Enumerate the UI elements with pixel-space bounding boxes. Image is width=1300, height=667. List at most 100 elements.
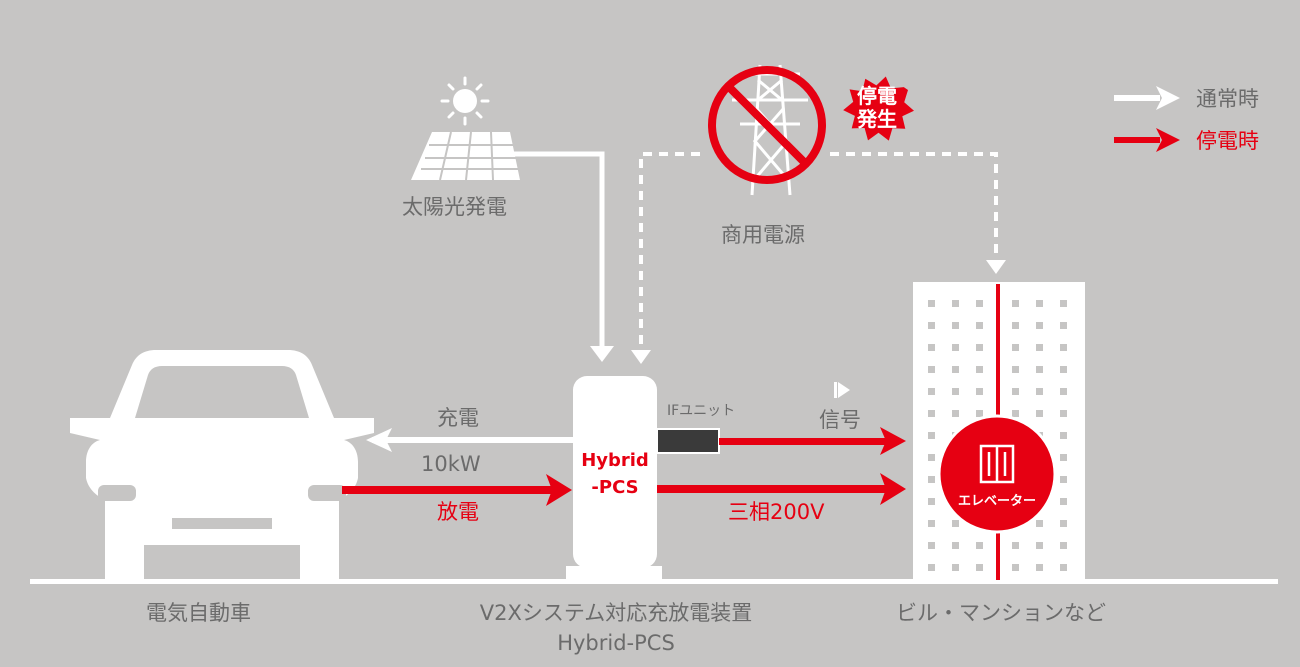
building-window [1012, 344, 1019, 351]
signal-label: 信号 [819, 408, 861, 432]
elevator-door-icon [979, 444, 1015, 484]
building-window [1060, 388, 1067, 395]
building-window [1012, 388, 1019, 395]
vehicle-caption: 電気自動車 [146, 601, 251, 625]
solar-panel-icon [411, 131, 520, 181]
building-window [952, 410, 959, 417]
arrow-icon [986, 260, 1006, 274]
building-window [1036, 520, 1043, 527]
pcs-unit [566, 376, 662, 580]
legend-outage-label: 停電時 [1196, 129, 1259, 153]
outage-badge-line2: 発生 [857, 107, 897, 131]
building-window [952, 366, 959, 373]
building-window [1060, 454, 1067, 461]
building-window [928, 498, 935, 505]
building-window [976, 564, 983, 571]
signal-play-icon [838, 382, 850, 398]
if-unit-label: IFユニット [667, 403, 736, 419]
building-window [1012, 366, 1019, 373]
building-window [928, 344, 935, 351]
ground-line [30, 579, 1278, 584]
grid-label: 商用電源 [721, 223, 805, 247]
building-window [928, 520, 935, 527]
pcs-name-line2: -PCS [591, 477, 639, 498]
arrow-icon [631, 350, 651, 364]
building-window [1060, 410, 1067, 417]
legend-normal-label: 通常時 [1196, 87, 1259, 111]
car-icon [70, 350, 374, 580]
building-window [1060, 542, 1067, 549]
charge-label: 充電 [437, 406, 479, 430]
building-window [952, 344, 959, 351]
if-unit-box [656, 428, 720, 454]
building-window [928, 542, 935, 549]
elevator-badge [937, 414, 1057, 534]
elevator-label: エレベーター [957, 494, 1036, 509]
building-window [1036, 388, 1043, 395]
building-window [1036, 366, 1043, 373]
building-window [976, 322, 983, 329]
building-window [928, 388, 935, 395]
building-window [1036, 542, 1043, 549]
building-window [1036, 300, 1043, 307]
building-window [928, 454, 935, 461]
building-window [952, 542, 959, 549]
building-window [1060, 498, 1067, 505]
building-window [1060, 520, 1067, 527]
building-window [952, 322, 959, 329]
building-window [928, 476, 935, 483]
building-window [976, 300, 983, 307]
signal-arrow [719, 427, 906, 455]
building-window [1060, 344, 1067, 351]
building-window [1036, 564, 1043, 571]
building-window [976, 366, 983, 373]
building-window [928, 322, 935, 329]
building-window [1012, 542, 1019, 549]
prohibited-icon [708, 66, 826, 184]
building-window [928, 300, 935, 307]
building-window [1060, 300, 1067, 307]
pcs-caption-line1: V2Xシステム対応充放電装置 [479, 601, 753, 625]
building-window [1036, 410, 1043, 417]
building-window [976, 410, 983, 417]
building-caption: ビル・マンションなど [896, 601, 1106, 625]
pcs-caption-line2: Hybrid-PCS [557, 631, 675, 655]
burst-badge-icon [843, 76, 914, 141]
building-window [976, 344, 983, 351]
supply-arrow [657, 473, 906, 505]
charge-arrow [366, 428, 574, 452]
building-window [1060, 564, 1067, 571]
building-window [928, 366, 935, 373]
outage-badge-line1: 停電 [857, 84, 897, 108]
arrow-icon [590, 346, 614, 362]
building-window [1012, 300, 1019, 307]
legend-normal-arrow [1114, 86, 1180, 110]
solar-arrow [508, 151, 605, 348]
building-window [1060, 432, 1067, 439]
legend-outage-arrow [1114, 128, 1180, 152]
building-window [976, 542, 983, 549]
building-window [1012, 564, 1019, 571]
building-window [1060, 322, 1067, 329]
discharge-arrow [342, 474, 572, 506]
discharge-label: 放電 [437, 500, 479, 524]
building-window [1036, 322, 1043, 329]
building-window [928, 432, 935, 439]
building-window [928, 410, 935, 417]
building-window [928, 564, 935, 571]
sun-icon [440, 76, 490, 126]
building-window [1012, 322, 1019, 329]
building-window [952, 300, 959, 307]
building-window [1060, 366, 1067, 373]
pcs-name-line1: Hybrid [581, 450, 649, 471]
building-window [952, 520, 959, 527]
power-label: 10kW [421, 452, 481, 476]
solar-label: 太陽光発電 [402, 195, 507, 219]
grid-dashed-arrow [639, 152, 998, 350]
supply-label: 三相200V [728, 500, 825, 524]
building-window [976, 388, 983, 395]
building-window [952, 388, 959, 395]
building-window [1036, 344, 1043, 351]
building-window [1012, 410, 1019, 417]
